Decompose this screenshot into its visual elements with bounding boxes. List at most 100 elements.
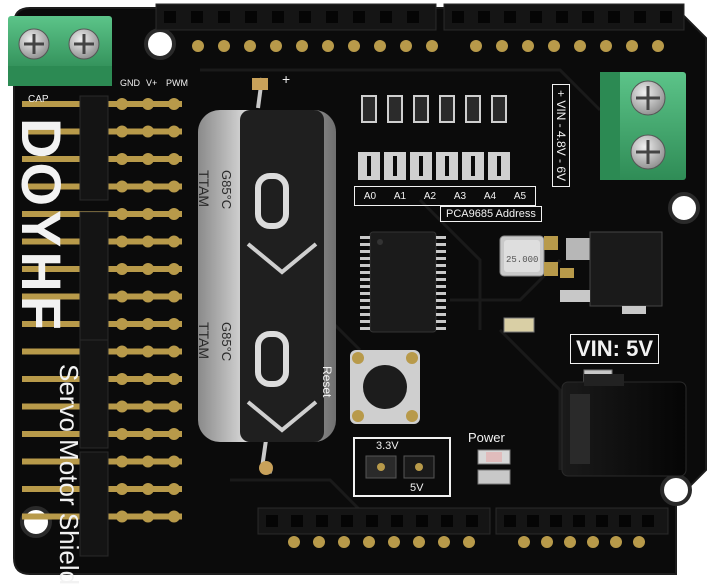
solder-pad — [116, 180, 128, 193]
solder-pad — [587, 536, 599, 548]
solder-pad — [116, 125, 128, 138]
solder-pad — [192, 40, 204, 52]
mounting-hole — [20, 506, 52, 538]
power-label: Power — [468, 430, 505, 445]
cap-marking-top-temp: G85°C — [219, 170, 234, 210]
solder-pad — [142, 98, 154, 110]
jumper-3v3-label: 3.3V — [376, 440, 399, 452]
address-resistor — [491, 95, 507, 123]
pwm-label: PWM — [166, 78, 188, 88]
solder-pad — [116, 235, 128, 248]
solder-pad — [142, 428, 154, 440]
header-socket — [530, 11, 542, 23]
voltage-select-jumper[interactable] — [353, 437, 451, 497]
solder-pad — [168, 373, 180, 385]
chip-pin — [360, 285, 370, 288]
mounting-hole — [668, 192, 700, 224]
solder-pad — [522, 40, 534, 52]
solder-pad — [564, 536, 576, 548]
chip-pin — [360, 278, 370, 281]
address-resistors — [361, 95, 507, 123]
header-socket — [504, 515, 516, 527]
address-resistor — [465, 95, 481, 123]
chip-pin — [436, 313, 446, 316]
solder-pad — [168, 263, 180, 275]
solder-pad — [652, 40, 664, 52]
header-socket — [191, 11, 203, 23]
solder-pad — [168, 208, 180, 220]
solder-pad — [168, 510, 180, 523]
solder-pad — [463, 536, 475, 548]
header-socket — [391, 515, 403, 527]
solder-pad — [142, 455, 154, 468]
chip-pin — [436, 278, 446, 281]
solder-pad — [142, 373, 154, 385]
power-led — [477, 449, 511, 485]
plus-marking: + — [282, 71, 290, 87]
header-socket — [353, 11, 365, 23]
header-housing — [79, 339, 109, 449]
solder-pad — [142, 290, 154, 303]
solder-pad — [244, 40, 256, 52]
vplus-label: V+ — [146, 78, 158, 88]
chip-pin — [436, 292, 446, 295]
solder-pad — [168, 345, 180, 358]
header-socket — [642, 515, 654, 527]
solder-pad — [168, 180, 180, 193]
solder-pad — [548, 40, 560, 52]
chip-pin — [436, 257, 446, 260]
solder-pad — [363, 536, 375, 548]
solder-pad — [168, 153, 180, 165]
servo-header-pins — [22, 95, 182, 557]
solder-pad — [116, 208, 128, 220]
crystal-marking: 25.000 — [506, 255, 538, 265]
solder-pad — [142, 263, 154, 275]
header-socket — [366, 515, 378, 527]
dc-barrel-jack — [561, 374, 687, 477]
cap-marking-bottom: TTAM — [196, 322, 212, 360]
solder-pad — [168, 235, 180, 248]
jumper-5v-label: 5V — [410, 482, 424, 494]
smd-component — [560, 268, 574, 278]
reset-label: Reset — [320, 366, 334, 398]
header-socket — [341, 515, 353, 527]
solder-pad — [142, 345, 154, 358]
chip-pin — [360, 313, 370, 316]
solder-pad — [374, 40, 386, 52]
solder-pad — [288, 536, 300, 548]
header-socket — [316, 515, 328, 527]
solder-pad — [116, 98, 128, 110]
solder-pad — [142, 235, 154, 248]
chip-pin — [360, 257, 370, 260]
top-right-header — [443, 3, 685, 31]
brand-silkscreen: DOYHF — [10, 118, 73, 334]
header-socket — [245, 11, 257, 23]
header-socket — [380, 11, 392, 23]
header-socket — [550, 515, 562, 527]
reset-button[interactable] — [350, 350, 420, 424]
solder-pad — [296, 40, 308, 52]
solder-pad — [116, 400, 128, 413]
chip-pin — [436, 306, 446, 309]
mounting-hole — [144, 28, 176, 60]
smd-component — [503, 317, 535, 333]
solder-pad — [168, 400, 180, 413]
solder-pad — [142, 208, 154, 220]
solder-pad — [541, 536, 553, 548]
top-pad-rows — [192, 40, 664, 52]
solder-pad — [574, 40, 586, 52]
vin-terminal-block — [600, 72, 686, 180]
chip-pin — [436, 243, 446, 246]
header-socket — [452, 11, 464, 23]
solder-pad — [400, 40, 412, 52]
bottom-left-header — [257, 507, 491, 535]
header-socket — [326, 11, 338, 23]
jumper-gap — [419, 156, 423, 176]
solder-pad — [388, 536, 400, 548]
chip-pin — [360, 243, 370, 246]
header-socket — [218, 11, 230, 23]
solder-pad — [338, 536, 350, 548]
address-resistor — [387, 95, 403, 123]
